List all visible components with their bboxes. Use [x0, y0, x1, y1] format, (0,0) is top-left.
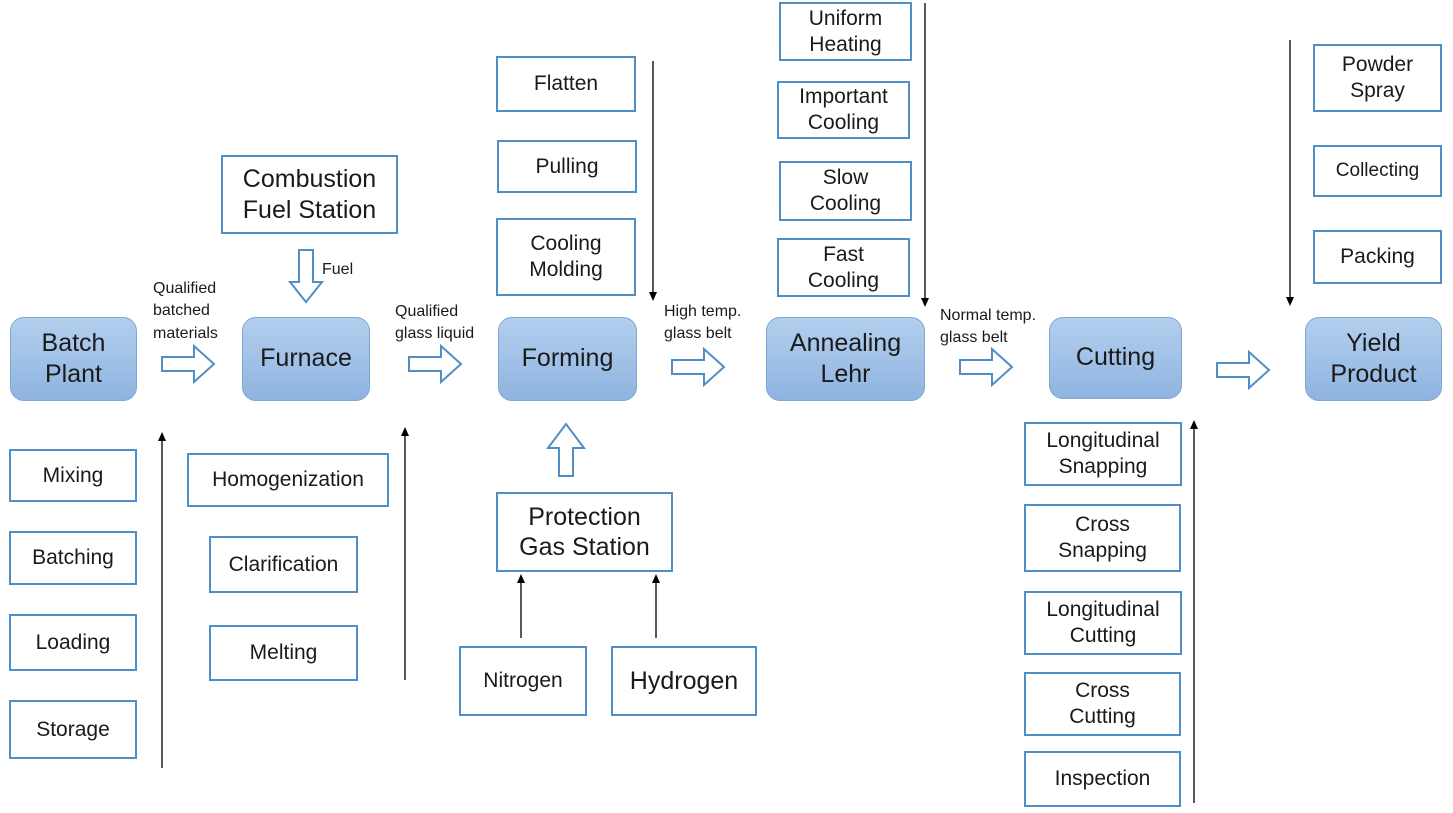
substep-collecting: Collecting [1313, 145, 1442, 197]
substep-pulling: Pulling [497, 140, 637, 193]
batch-plant-step: Batch Plant [10, 317, 137, 401]
substep-loading: Loading [9, 614, 137, 671]
substep-powder-spray: Powder Spray [1313, 44, 1442, 112]
substep-slow-cooling: Slow Cooling [779, 161, 912, 221]
substep-clarification: Clarification [209, 536, 358, 593]
furnace-step: Furnace [242, 317, 370, 401]
arrow-batch-to-furnace [161, 343, 216, 385]
substep-cooling-molding: Cooling Molding [496, 218, 636, 296]
arrow-gas-up [546, 422, 586, 477]
arrow-annealing-to-cutting [959, 346, 1014, 388]
substep-melting: Melting [209, 625, 358, 681]
label-qualified-glass-liquid: Qualified glass liquid [395, 303, 475, 343]
combustion-fuel-station: Combustion Fuel Station [221, 155, 398, 234]
substep-inspection: Inspection [1024, 751, 1181, 807]
annealing-lehr-step: Annealing Lehr [766, 317, 925, 401]
substep-mixing: Mixing [9, 449, 137, 502]
substep-cross-cutting: Cross Cutting [1024, 672, 1181, 736]
substep-longitudinal-snapping: Longitudinal Snapping [1024, 422, 1182, 486]
label-high-temp-glass-belt: High temp. glass belt [664, 303, 742, 343]
cutting-step: Cutting [1049, 317, 1182, 399]
arrow-forming-to-annealing [671, 346, 726, 388]
substep-uniform-heating: Uniform Heating [779, 2, 912, 61]
substep-flatten: Flatten [496, 56, 636, 112]
forming-step: Forming [498, 317, 637, 401]
substep-important-cooling: Important Cooling [777, 81, 910, 139]
hydrogen-source: Hydrogen [611, 646, 757, 716]
substep-longitudinal-cutting: Longitudinal Cutting [1024, 591, 1182, 655]
nitrogen-source: Nitrogen [459, 646, 587, 716]
arrow-furnace-to-forming [408, 343, 463, 385]
arrow-cutting-to-product [1216, 349, 1271, 391]
label-fuel: Fuel [322, 261, 354, 278]
arrow-fuel-down [287, 249, 325, 304]
substep-fast-cooling: Fast Cooling [777, 238, 910, 297]
substep-packing: Packing [1313, 230, 1442, 284]
yield-product-step: Yield Product [1305, 317, 1442, 401]
label-normal-temp-glass-belt: Normal temp. glass belt [940, 307, 1037, 347]
label-qualified-batched-materials: Qualified batched materials [153, 280, 218, 342]
substep-cross-snapping: Cross Snapping [1024, 504, 1181, 572]
protection-gas-station: Protection Gas Station [496, 492, 673, 572]
substep-batching: Batching [9, 531, 137, 585]
substep-storage: Storage [9, 700, 137, 759]
substep-homogenization: Homogenization [187, 453, 389, 507]
